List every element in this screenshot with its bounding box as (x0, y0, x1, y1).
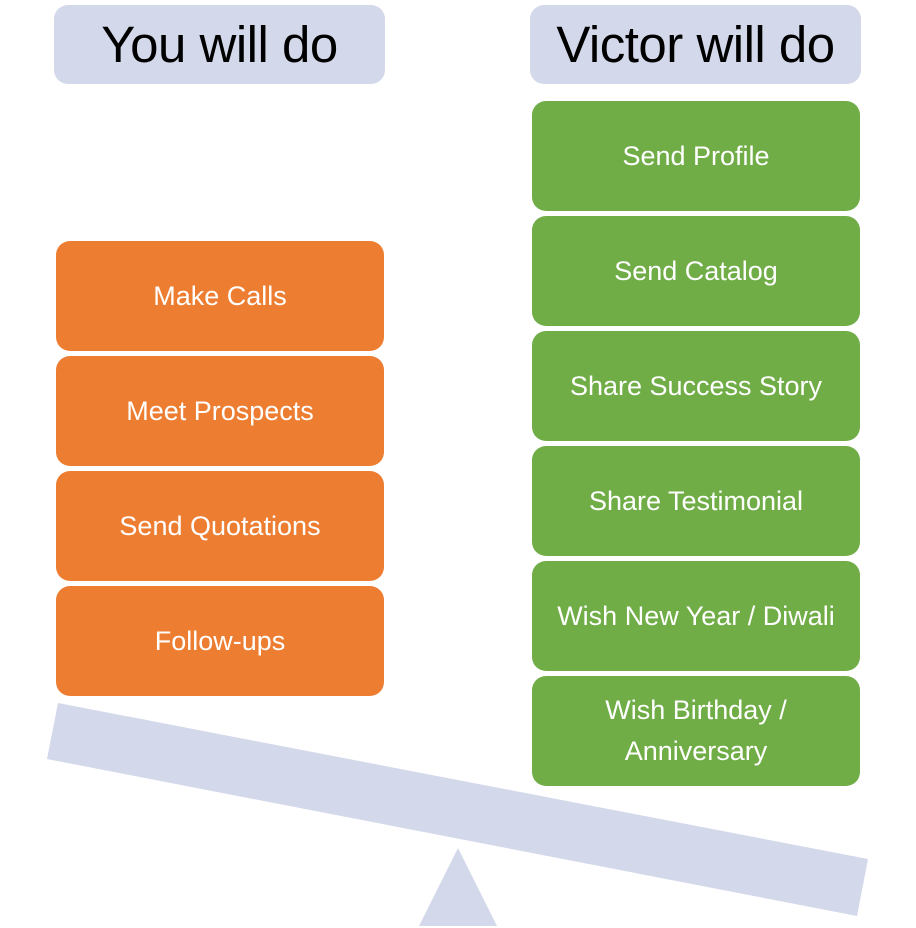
left-item-send-quotations: Send Quotations (56, 471, 384, 581)
right-item-send-profile: Send Profile (532, 101, 860, 211)
left-item-make-calls: Make Calls (56, 241, 384, 351)
right-item-wish-new-year-diwali: Wish New Year / Diwali (532, 561, 860, 671)
right-item-wish-birthday-anniversary: Wish Birthday / Anniversary (532, 676, 860, 786)
header-victor-will-do: Victor will do (530, 5, 861, 84)
right-item-share-success-story: Share Success Story (532, 331, 860, 441)
seesaw-fulcrum (419, 848, 497, 926)
left-item-follow-ups: Follow-ups (56, 586, 384, 696)
header-you-will-do: You will do (54, 5, 385, 84)
right-item-send-catalog: Send Catalog (532, 216, 860, 326)
left-item-meet-prospects: Meet Prospects (56, 356, 384, 466)
right-item-share-testimonial: Share Testimonial (532, 446, 860, 556)
